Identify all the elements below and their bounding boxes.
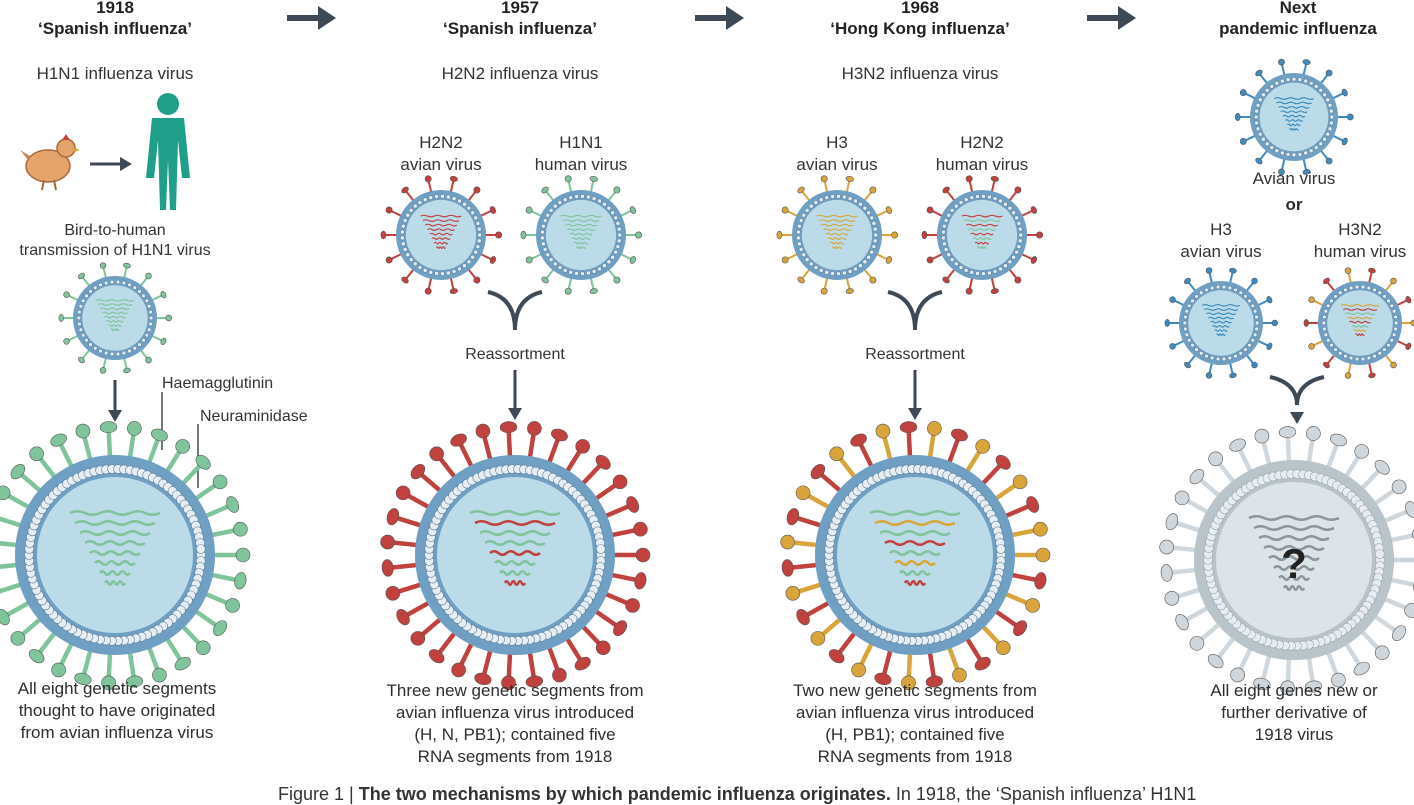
year-1957: 1957 [501,0,539,17]
description-1918-line2: thought to have originated [18,701,216,720]
timeline-arrow-1 [287,6,336,30]
virus-next-unknown: ? [1159,426,1414,696]
transmission-arrow [90,157,132,171]
description-1918-line3: from avian influenza virus [20,723,214,742]
caption-title: The two mechanisms by which pandemic inf… [358,784,891,804]
virus-type-1918: H1N1 influenza virus [36,64,194,83]
unknown-mark: ? [1281,540,1307,587]
description-next-line1: All eight genes new or [1210,681,1378,700]
description-1957-line1: Three new genetic segments from [386,681,644,700]
arrow-1918-down [108,380,122,422]
virus-type-1968: H3N2 influenza virus [841,64,999,83]
year-next: Next [1279,0,1317,17]
description-1968-line1: Two new genetic segments from [793,681,1037,700]
reassortment-1968: Reassortment [865,346,965,363]
virus-next-h3-avian [1164,267,1279,379]
source-next-human-line2: human virus [1313,242,1407,261]
neuraminidase-label: Neuraminidase [200,408,308,425]
transmission-label-line2: transmission of H1N1 virus [19,242,211,259]
arrow-1957-down [508,370,522,420]
source-1957-avian-line1: H2N2 [419,133,463,152]
virus-next-avian [1234,58,1354,176]
pandemic-name-1918: ‘Spanish influenza’ [38,19,192,38]
source-next-avian-line1: H3 [1210,220,1232,239]
haemagglutinin-label: Haemagglutinin [162,375,274,392]
virus-1957-reassortant [380,421,651,691]
source-next-avian-line2: avian virus [1180,242,1262,261]
chicken-icon [20,134,80,191]
pandemic-name-next: pandemic influenza [1219,19,1377,38]
pandemic-name-1968: ‘Hong Kong influenza’ [830,19,1010,38]
virus-type-1957: H2N2 influenza virus [441,64,599,83]
virus-1968-human [921,175,1044,295]
description-1957-line3: (H, N, PB1); contained five [414,725,616,744]
figure-caption: Figure 1 | The two mechanisms by which p… [278,784,1196,805]
year-1918: 1918 [96,0,134,17]
virus-1918-small [58,262,172,374]
description-1918-line1: All eight genetic segments [17,679,217,698]
source-1968-human-line1: H2N2 [960,133,1004,152]
virus-next-h3n2-human [1303,267,1414,379]
source-1968-human-line2: human virus [935,155,1029,174]
source-1957-human-line2: human virus [534,155,628,174]
year-1968: 1968 [901,0,939,17]
virus-1968-avian [776,175,899,295]
merge-connector-1957 [487,290,543,331]
arrow-1968-down [908,370,922,420]
virus-1957-avian [380,175,503,295]
virus-1968-reassortant [780,421,1051,691]
source-1957-human-line1: H1N1 [559,133,603,152]
description-1957-line2: avian influenza virus introduced [395,703,635,722]
reassortment-1957: Reassortment [465,346,565,363]
top-virus-label-next: Avian virus [1252,169,1336,188]
timeline-arrow-2 [695,6,744,30]
virus-1918-large [0,421,251,691]
description-1968-line2: avian influenza virus introduced [795,703,1035,722]
source-1957-avian-line2: avian virus [400,155,482,174]
description-next-line3: 1918 virus [1254,725,1334,744]
or-label: or [1285,195,1303,214]
caption-prefix: Figure 1 | [278,784,359,804]
timeline-arrow-3 [1087,6,1136,30]
merge-connector-next [1269,375,1325,424]
virus-1957-human [520,175,643,295]
merge-connector-1968 [887,290,943,331]
transmission-label-line1: Bird-to-human [64,222,166,239]
source-1968-avian-line1: H3 [826,133,848,152]
description-1957-line4: RNA segments from 1918 [417,747,613,766]
pandemic-name-1957: ‘Spanish influenza’ [443,19,597,38]
description-1968-line3: (H, PB1); contained five [825,725,1005,744]
description-1968-line4: RNA segments from 1918 [817,747,1013,766]
human-icon [146,93,190,210]
source-1968-avian-line2: avian virus [796,155,878,174]
caption-text: In 1918, the ‘Spanish influenza’ H1N1 [890,784,1197,804]
source-next-human-line1: H3N2 [1338,220,1382,239]
description-next-line2: further derivative of [1221,703,1367,722]
